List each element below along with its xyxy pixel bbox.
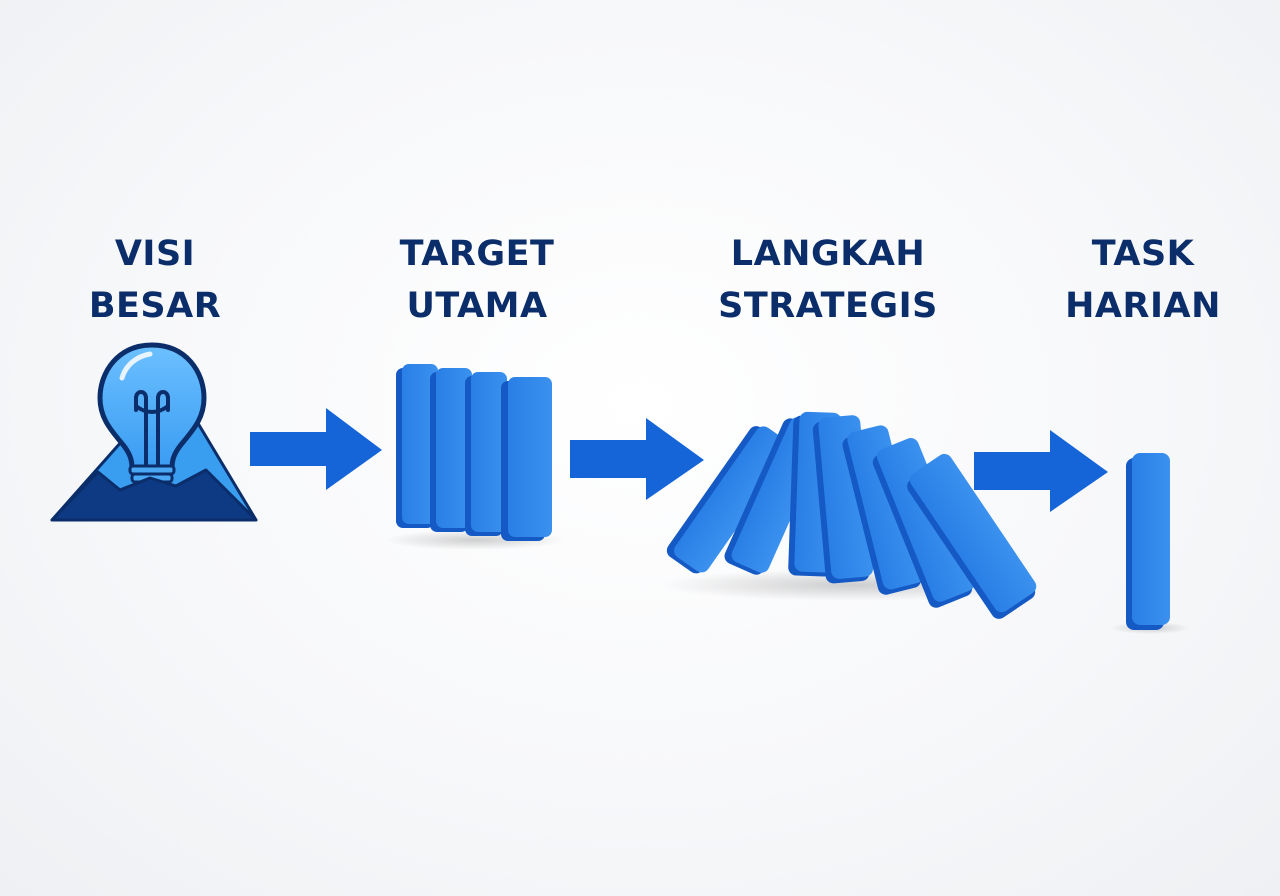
domino bbox=[501, 377, 552, 541]
step-label-line1: TARGET bbox=[399, 234, 555, 274]
domino bbox=[907, 453, 1037, 619]
domino bbox=[465, 372, 507, 536]
single-domino-icon bbox=[1110, 453, 1190, 634]
domino bbox=[396, 364, 438, 528]
domino bbox=[430, 368, 472, 532]
domino bbox=[842, 425, 924, 595]
step-label-line1: LANGKAH bbox=[730, 234, 926, 274]
step-label-line2: UTAMA bbox=[406, 286, 548, 326]
step-label-line2: BESAR bbox=[88, 286, 222, 326]
step-label-line2: HARIAN bbox=[1065, 286, 1221, 326]
arrow-icon-1 bbox=[250, 408, 382, 490]
standing-dominoes-icon bbox=[385, 364, 565, 550]
step-label-task-harian: TASK HARIAN bbox=[993, 228, 1280, 332]
step-label-line1: VISI bbox=[114, 234, 196, 274]
step-label-line2: STRATEGIS bbox=[718, 286, 938, 326]
step-label-target-utama: TARGET UTAMA bbox=[327, 228, 627, 332]
arrow-icon-2 bbox=[570, 418, 704, 500]
domino bbox=[666, 426, 792, 574]
lightbulb-mountain-icon bbox=[50, 342, 258, 522]
domino bbox=[872, 438, 975, 608]
step-label-visi-besar: VISI BESAR bbox=[5, 228, 305, 332]
falling-dominoes-icon bbox=[660, 411, 1040, 619]
arrow-icon-3 bbox=[974, 430, 1108, 512]
step-label-line1: TASK bbox=[1091, 234, 1195, 274]
step-label-langkah-strategis: LANGKAH STRATEGIS bbox=[678, 228, 978, 332]
